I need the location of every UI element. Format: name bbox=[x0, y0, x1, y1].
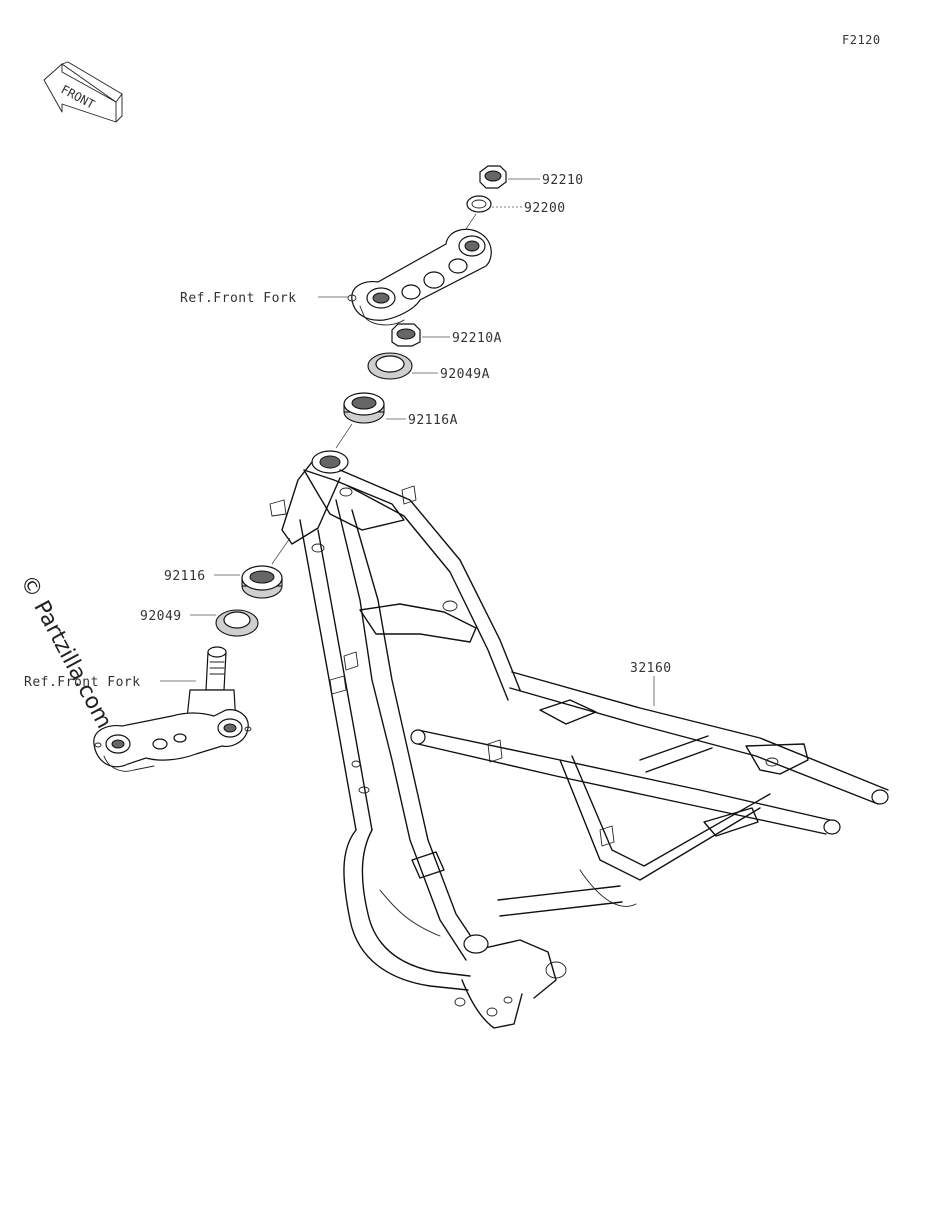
part-92210A-nut[interactable] bbox=[391, 323, 421, 347]
part-32160-frame[interactable] bbox=[269, 450, 889, 1029]
lower-triple-clamp[interactable] bbox=[93, 646, 252, 772]
part-92116-bearing[interactable] bbox=[241, 565, 283, 599]
part-92049A-seal[interactable] bbox=[367, 352, 413, 380]
leader-92116A-axis bbox=[335, 423, 353, 449]
part-92200-washer[interactable] bbox=[466, 195, 492, 213]
label-92200[interactable]: 92200 bbox=[524, 201, 566, 216]
figure-code: F2120 bbox=[842, 33, 881, 47]
label-ref-front-fork-top[interactable]: Ref.Front Fork bbox=[180, 291, 297, 306]
leader-92116-axis bbox=[271, 537, 291, 565]
label-92116[interactable]: 92116 bbox=[164, 569, 206, 584]
part-92049-seal[interactable] bbox=[215, 609, 259, 637]
front-badge-text: FRONT bbox=[59, 82, 97, 111]
part-92210-nut[interactable] bbox=[479, 165, 507, 189]
front-arrow-icon: FRONT bbox=[43, 61, 123, 123]
label-ref-front-fork-bottom[interactable]: Ref.Front Fork bbox=[24, 675, 141, 690]
label-92116A[interactable]: 92116A bbox=[408, 413, 458, 428]
watermark: © Partzilla.com bbox=[15, 571, 117, 733]
part-92116A-bearing[interactable] bbox=[343, 392, 385, 424]
label-32160[interactable]: 32160 bbox=[630, 661, 672, 676]
label-92049A[interactable]: 92049A bbox=[440, 367, 490, 382]
upper-triple-clamp[interactable] bbox=[347, 228, 492, 326]
label-92049[interactable]: 92049 bbox=[140, 609, 182, 624]
label-92210A[interactable]: 92210A bbox=[452, 331, 502, 346]
label-92210[interactable]: 92210 bbox=[542, 173, 584, 188]
